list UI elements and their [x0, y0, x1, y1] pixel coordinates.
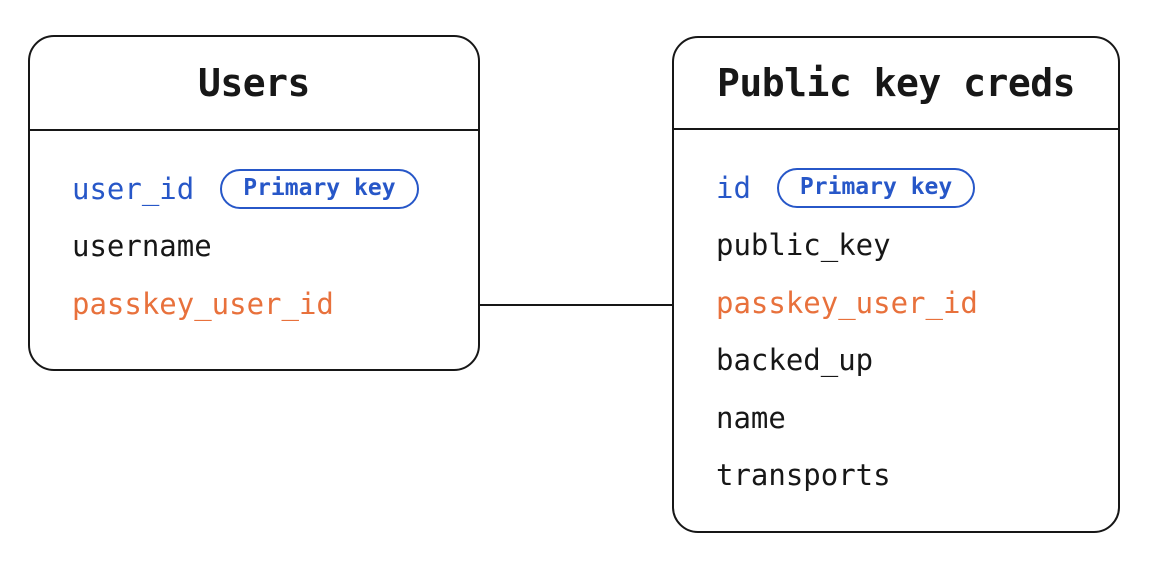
field-name: backed_up — [716, 343, 874, 378]
field-name: user_id — [72, 171, 195, 206]
table-rows-users: user_id Primary key username passkey_use… — [30, 131, 478, 333]
field-name: id — [716, 170, 751, 205]
table-row: backed_up — [716, 332, 1118, 390]
field-name: public_key — [716, 228, 891, 263]
field-name: name — [716, 400, 786, 435]
table-title: Public key creds — [716, 61, 1076, 105]
field-name: passkey_user_id — [72, 286, 334, 321]
primary-key-badge: Primary key — [776, 167, 976, 208]
table-row: user_id Primary key — [72, 160, 478, 218]
primary-key-badge: Primary key — [220, 168, 419, 209]
field-name: transports — [716, 458, 891, 493]
table-card-public-key-creds: Public key creds id Primary key public_k… — [672, 36, 1120, 533]
table-row: name — [716, 389, 1118, 447]
table-rows-public-key-creds: id Primary key public_key passkey_user_i… — [674, 130, 1118, 504]
table-header-users: Users — [30, 37, 478, 131]
table-row: passkey_user_id — [716, 274, 1118, 332]
table-row: transports — [716, 447, 1118, 505]
table-card-users: Users user_id Primary key username passk… — [28, 35, 480, 371]
table-row: username — [72, 218, 478, 276]
table-row: id Primary key — [716, 159, 1118, 217]
relationship-connector-line — [480, 304, 672, 306]
field-name: username — [72, 229, 212, 264]
table-title: Users — [198, 61, 310, 105]
table-row: public_key — [716, 217, 1118, 275]
field-name: passkey_user_id — [716, 285, 978, 320]
table-row: passkey_user_id — [72, 275, 478, 333]
table-header-public-key-creds: Public key creds — [674, 38, 1118, 130]
